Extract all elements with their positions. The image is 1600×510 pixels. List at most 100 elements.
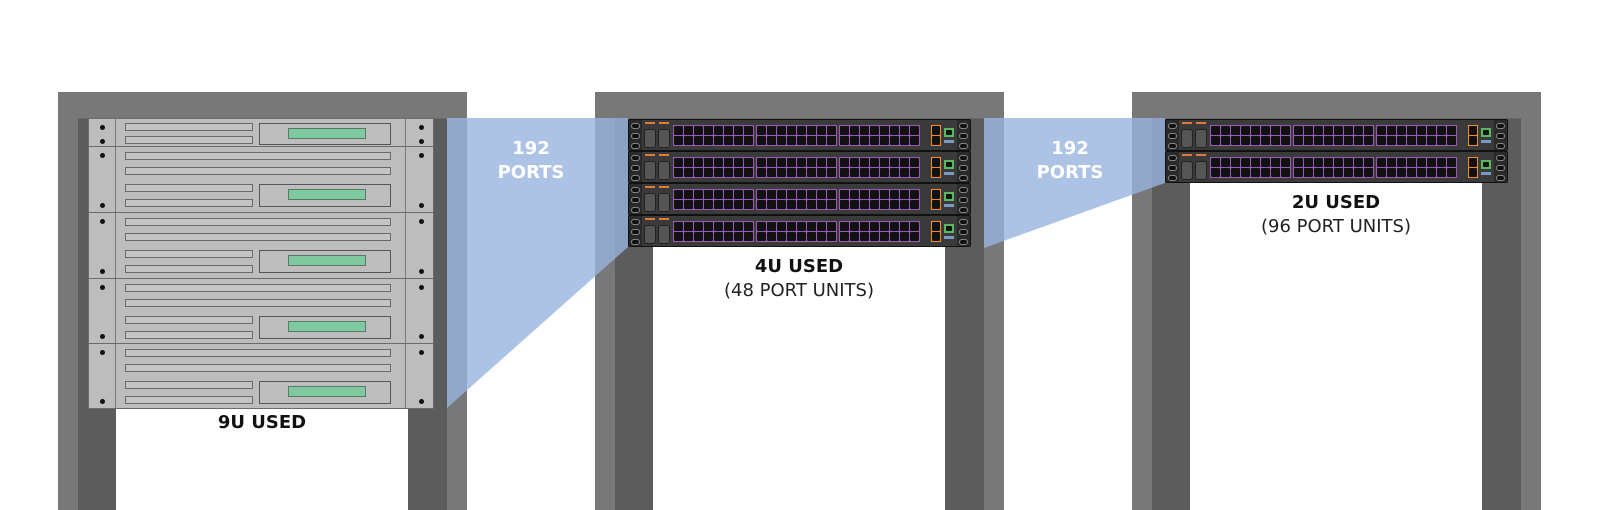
ethernet-port-icon (787, 126, 796, 135)
ethernet-port-icon (807, 200, 816, 209)
ethernet-port-icon (860, 190, 869, 199)
ethernet-port-icon (840, 222, 849, 231)
server-ear-divider (115, 279, 116, 343)
ethernet-port-icon (757, 168, 766, 177)
mount-hole-icon (959, 239, 968, 245)
ethernet-port-icon (734, 190, 743, 199)
ethernet-port-icon (767, 136, 776, 145)
port-group (839, 157, 920, 178)
server-ear-divider (405, 213, 406, 278)
ethernet-port-icon (1397, 126, 1406, 135)
mount-hole-icon (959, 165, 968, 171)
ethernet-port-icon (880, 126, 889, 135)
ethernet-port-icon (787, 232, 796, 241)
screw-icon (100, 334, 105, 339)
server-ear-divider (405, 147, 406, 212)
drive-slot (125, 284, 391, 292)
ethernet-port-icon (890, 158, 899, 167)
ethernet-port-icon (757, 200, 766, 209)
ethernet-port-icon (777, 158, 786, 167)
ethernet-port-icon (714, 126, 723, 135)
mount-ear-left (629, 120, 642, 150)
ethernet-port-icon (880, 222, 889, 231)
ethernet-port-icon (744, 200, 753, 209)
ethernet-port-icon (870, 190, 879, 199)
ethernet-port-icon (870, 232, 879, 241)
ethernet-port-icon (1314, 126, 1323, 135)
server-ear-divider (115, 213, 116, 278)
port-group (756, 189, 837, 210)
screw-icon (419, 219, 424, 224)
mount-hole-icon (631, 143, 640, 149)
screw-icon (419, 125, 424, 130)
ethernet-port-icon (744, 222, 753, 231)
ethernet-port-icon (684, 200, 693, 209)
uplink-ports (931, 189, 941, 210)
ethernet-port-icon (777, 136, 786, 145)
drive-slot (125, 123, 253, 131)
ethernet-port-icon (777, 232, 786, 241)
ethernet-port-icon (900, 232, 909, 241)
ethernet-port-icon (1304, 136, 1313, 145)
status-display (288, 386, 366, 397)
ethernet-port-icon (714, 136, 723, 145)
ethernet-port-icon (674, 232, 683, 241)
screw-icon (100, 139, 105, 144)
ethernet-port-icon (1241, 168, 1250, 177)
screw-icon (419, 285, 424, 290)
mount-hole-icon (1496, 143, 1505, 149)
drive-slot (125, 265, 253, 273)
ethernet-port-icon (704, 222, 713, 231)
port-group (756, 221, 837, 242)
ethernet-port-icon (1334, 168, 1343, 177)
ethernet-port-icon (714, 190, 723, 199)
ethernet-port-icon (1417, 126, 1426, 135)
ethernet-port-icon (1437, 136, 1446, 145)
ethernet-port-icon (910, 190, 919, 199)
ethernet-port-icon (704, 126, 713, 135)
management-port-jack (946, 194, 952, 199)
drive-slot (125, 233, 391, 241)
ethernet-port-icon (744, 126, 753, 135)
ethernet-port-icon (684, 126, 693, 135)
ethernet-port-icon (1281, 126, 1290, 135)
ethernet-port-icon (724, 158, 733, 167)
ethernet-port-icon (890, 232, 899, 241)
ethernet-port-icon (870, 136, 879, 145)
front-bay (259, 316, 391, 339)
ethernet-port-icon (910, 158, 919, 167)
uplink-port-icon (1469, 126, 1477, 135)
ethernet-port-icon (1271, 136, 1280, 145)
ethernet-port-icon (714, 222, 723, 231)
ethernet-port-icon (1437, 168, 1446, 177)
ethernet-port-icon (694, 168, 703, 177)
ethernet-port-icon (1334, 136, 1343, 145)
ethernet-port-icon (1334, 158, 1343, 167)
ethernet-port-icon (1211, 126, 1220, 135)
ethernet-port-icon (684, 222, 693, 231)
network-switch (628, 151, 971, 183)
mount-ear-right (1494, 120, 1507, 150)
ethernet-port-icon (1364, 126, 1373, 135)
ethernet-port-icon (890, 126, 899, 135)
ethernet-port-icon (694, 190, 703, 199)
port-group (1376, 125, 1457, 146)
drive-slot (125, 349, 391, 357)
status-display (288, 189, 366, 200)
ethernet-port-icon (827, 190, 836, 199)
front-bay (259, 381, 391, 404)
ethernet-port-icon (900, 190, 909, 199)
ethernet-port-icon (860, 136, 869, 145)
ethernet-port-icon (1211, 136, 1220, 145)
ethernet-port-icon (1261, 168, 1270, 177)
ethernet-port-icon (1294, 158, 1303, 167)
psu-led-icon (659, 218, 669, 220)
ethernet-port-icon (860, 158, 869, 167)
ethernet-port-icon (1377, 158, 1386, 167)
ethernet-port-icon (827, 200, 836, 209)
drive-slot (125, 218, 391, 226)
ethernet-port-icon (734, 200, 743, 209)
mount-hole-icon (959, 133, 968, 139)
ethernet-port-icon (860, 126, 869, 135)
ethernet-port-icon (1281, 158, 1290, 167)
